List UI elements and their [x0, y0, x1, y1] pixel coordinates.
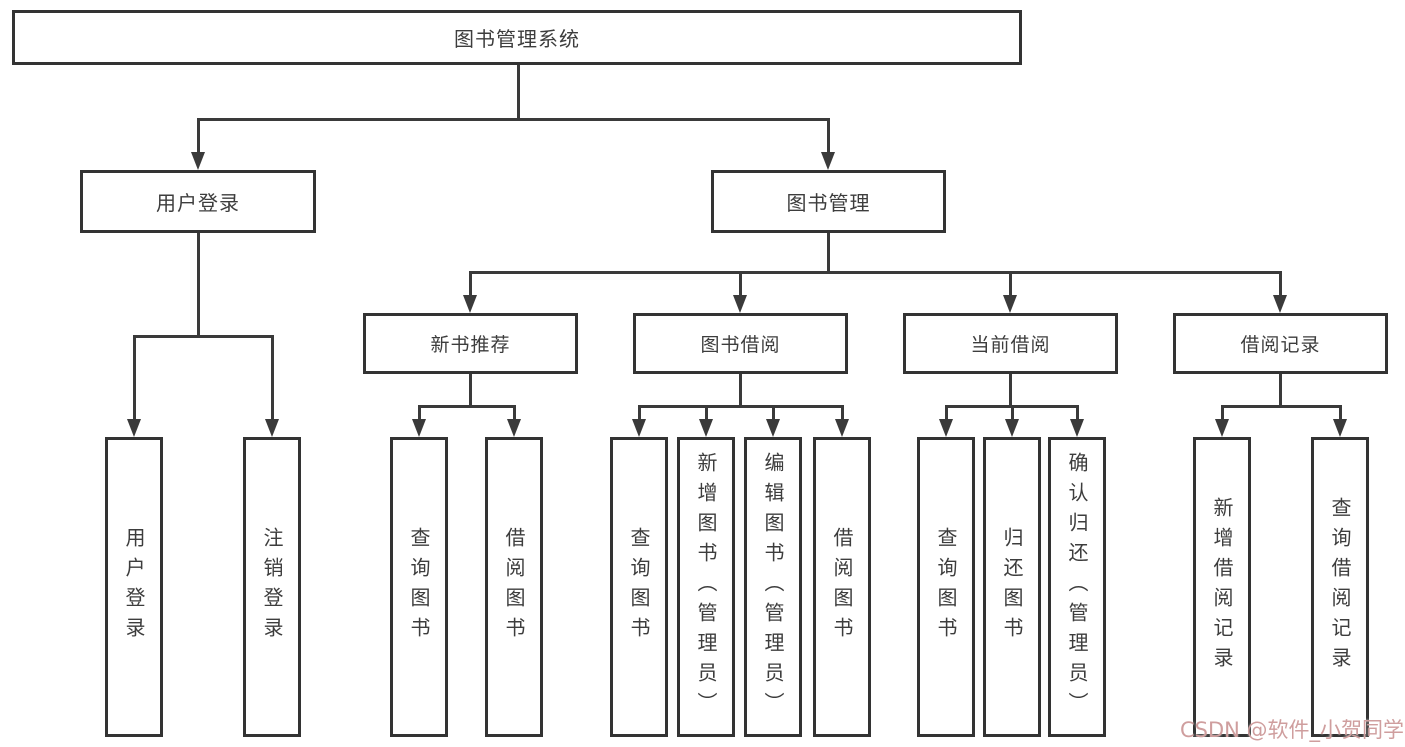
connector-new-book-rail	[418, 405, 516, 408]
connector-book-borrow-rail	[638, 405, 844, 408]
leaf-return-book: 归还图书	[983, 437, 1041, 737]
arrowhead-down-icon	[1005, 419, 1019, 437]
leaf-query-borrow-record-label: 查询借阅记录	[1328, 497, 1352, 677]
connector-borrow-records-stem	[1279, 374, 1282, 405]
leaf-user-login-label: 用户登录	[122, 527, 146, 647]
connector-book-management-stem	[827, 233, 830, 271]
connector-drop-user-login	[197, 118, 200, 154]
arrowhead-down-icon	[265, 419, 279, 437]
node-book-borrow: 图书借阅	[633, 313, 848, 374]
arrowhead-down-icon	[412, 419, 426, 437]
connector-level2-rail	[197, 118, 830, 121]
arrowhead-down-icon	[821, 152, 835, 170]
arrowhead-down-icon	[632, 419, 646, 437]
leaf-borrow-books-recommend-label: 借阅图书	[502, 527, 526, 647]
node-new-book-recommend: 新书推荐	[363, 313, 578, 374]
connector-drop-level3	[469, 271, 472, 297]
arrowhead-down-icon	[1215, 419, 1229, 437]
connector-drop-leaf	[418, 405, 421, 421]
node-user-login: 用户登录	[80, 170, 316, 233]
leaf-add-book-admin-label: 新增图书（管理员）	[694, 452, 718, 722]
leaf-add-borrow-record-label: 新增借阅记录	[1210, 497, 1234, 677]
node-current-borrow: 当前借阅	[903, 313, 1118, 374]
connector-drop-leaf	[772, 405, 775, 421]
leaf-confirm-return-admin-label: 确认归还（管理员）	[1065, 452, 1089, 722]
connector-drop-leaf	[638, 405, 641, 421]
leaf-query-books-current-label: 查询图书	[934, 527, 958, 647]
leaf-borrow-books-recommend: 借阅图书	[485, 437, 543, 737]
connector-new-book-stem	[469, 374, 472, 405]
arrowhead-down-icon	[191, 152, 205, 170]
arrowhead-down-icon	[939, 419, 953, 437]
connector-user-login-rail	[133, 335, 274, 338]
connector-drop-leaf	[1221, 405, 1224, 421]
leaf-borrow-books: 借阅图书	[813, 437, 871, 737]
arrowhead-down-icon	[127, 419, 141, 437]
leaf-query-borrow-record: 查询借阅记录	[1311, 437, 1369, 737]
connector-drop-leaf	[841, 405, 844, 421]
connector-root-stem	[517, 65, 520, 119]
leaf-add-borrow-record: 新增借阅记录	[1193, 437, 1251, 737]
leaf-borrow-books-label: 借阅图书	[830, 527, 854, 647]
leaf-confirm-return-admin: 确认归还（管理员）	[1048, 437, 1106, 737]
connector-drop-level3	[1009, 271, 1012, 297]
connector-drop-level3	[739, 271, 742, 297]
connector-drop-leaf	[705, 405, 708, 421]
node-borrow-records: 借阅记录	[1173, 313, 1388, 374]
connector-borrow-records-rail	[1221, 405, 1342, 408]
connector-drop-book-management	[827, 118, 830, 154]
connector-drop-leaf	[1076, 405, 1079, 421]
arrowhead-down-icon	[1003, 295, 1017, 313]
leaf-edit-book-admin: 编辑图书（管理员）	[744, 437, 802, 737]
leaf-query-books-current: 查询图书	[917, 437, 975, 737]
connector-drop-leaf	[945, 405, 948, 421]
connector-level3-rail	[469, 271, 1282, 274]
leaf-user-login: 用户登录	[105, 437, 163, 737]
connector-user-login-stem	[197, 233, 200, 335]
leaf-logout: 注销登录	[243, 437, 301, 737]
leaf-add-book-admin: 新增图书（管理员）	[677, 437, 735, 737]
leaf-edit-book-admin-label: 编辑图书（管理员）	[761, 452, 785, 722]
leaf-query-books-recommend: 查询图书	[390, 437, 448, 737]
connector-drop-leaf	[1011, 405, 1014, 421]
arrowhead-down-icon	[1273, 295, 1287, 313]
arrowhead-down-icon	[733, 295, 747, 313]
arrowhead-down-icon	[507, 419, 521, 437]
arrowhead-down-icon	[1070, 419, 1084, 437]
arrowhead-down-icon	[1333, 419, 1347, 437]
connector-drop-leaf	[1339, 405, 1342, 421]
connector-drop-level3	[1279, 271, 1282, 297]
node-library-system: 图书管理系统	[12, 10, 1022, 65]
leaf-return-book-label: 归还图书	[1000, 527, 1024, 647]
connector-current-borrow-stem	[1009, 374, 1012, 405]
arrowhead-down-icon	[766, 419, 780, 437]
connector-drop-leaf	[133, 335, 136, 421]
arrowhead-down-icon	[463, 295, 477, 313]
arrowhead-down-icon	[699, 419, 713, 437]
leaf-logout-label: 注销登录	[260, 527, 284, 647]
leaf-query-books-borrow: 查询图书	[610, 437, 668, 737]
leaf-query-books-borrow-label: 查询图书	[627, 527, 651, 647]
leaf-query-books-recommend-label: 查询图书	[407, 527, 431, 647]
arrowhead-down-icon	[835, 419, 849, 437]
csdn-watermark: CSDN @软件_小贺同学	[1180, 718, 1405, 742]
connector-drop-leaf	[271, 335, 274, 421]
connector-drop-leaf	[513, 405, 516, 421]
node-book-management: 图书管理	[711, 170, 946, 233]
connector-book-borrow-stem	[739, 374, 742, 405]
